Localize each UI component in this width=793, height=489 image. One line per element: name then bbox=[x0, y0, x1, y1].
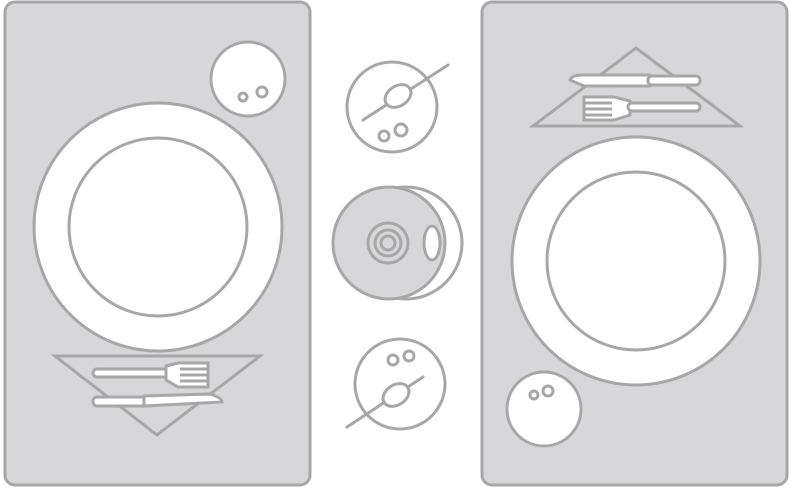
right-bread-plate-icon bbox=[507, 372, 581, 446]
center-column bbox=[333, 62, 462, 429]
right-dinner-plate-icon bbox=[512, 137, 760, 385]
left-place-setting bbox=[5, 2, 310, 485]
right-knife-icon bbox=[570, 75, 700, 86]
cup-and-saucer-icon bbox=[333, 187, 462, 299]
left-bread-plate-icon bbox=[211, 42, 285, 116]
left-knife-icon bbox=[93, 394, 222, 406]
bottom-saucer-with-spoon-icon bbox=[347, 339, 445, 429]
right-place-setting bbox=[482, 2, 787, 485]
left-dinner-plate-icon bbox=[34, 103, 282, 351]
top-saucer-with-spoon-icon bbox=[347, 62, 448, 152]
